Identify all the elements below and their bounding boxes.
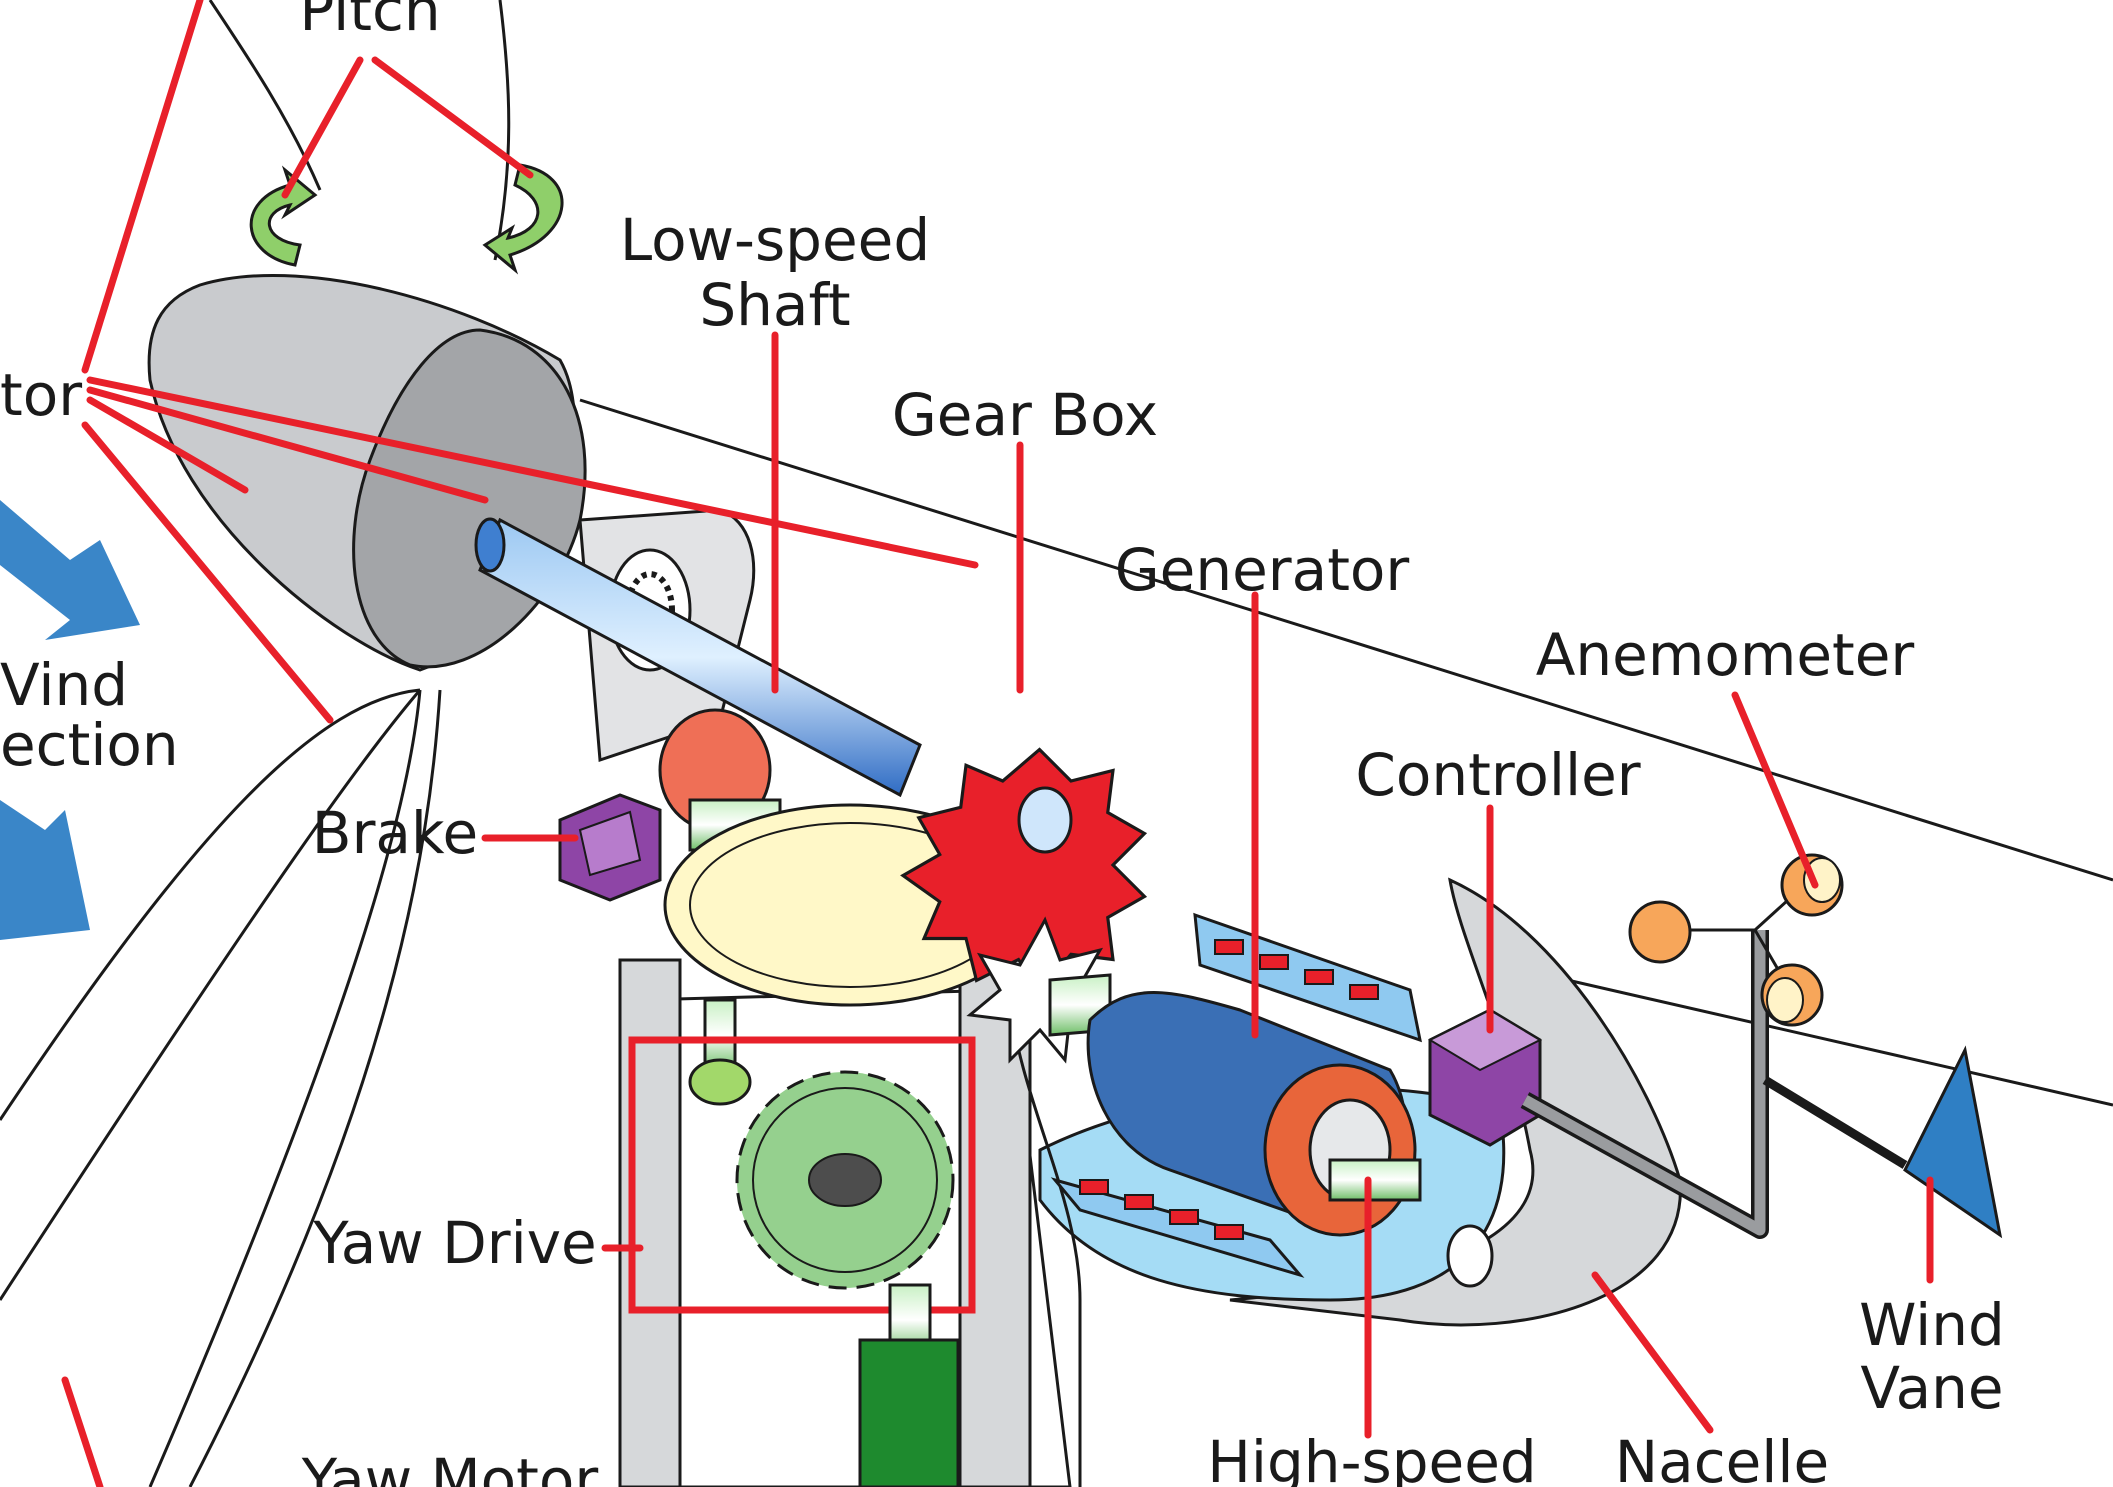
label-wind-direction-line1: Vind (0, 651, 128, 719)
generator (1050, 912, 1422, 1278)
label-nacelle: Nacelle (1615, 1428, 1829, 1487)
yaw-pinion (688, 1058, 752, 1106)
pitch-arrows (249, 163, 564, 275)
wind-arrow-lower (0, 800, 90, 940)
label-yaw-drive: Yaw Drive (312, 1209, 597, 1277)
nacelle-top-line (579, 398, 2113, 882)
label-high-speed-shaft: High-speed (1207, 1428, 1536, 1487)
gear-box-hub (1017, 786, 1073, 854)
generator-windings (1079, 939, 1379, 1240)
label-low-speed-shaft-line2: Shaft (699, 271, 850, 339)
instrument-mast (1520, 930, 1769, 1239)
label-wind-vane-line1: Wind (1859, 1291, 2005, 1359)
low-speed-shaft (474, 517, 922, 798)
pitch-arrow-left (249, 165, 318, 267)
label-yaw-motor: Yaw Motor (301, 1446, 599, 1487)
nacelle-lower-line (1479, 958, 2113, 1107)
pitch-arrow-right (482, 163, 564, 275)
wind-arrow-upper (0, 500, 140, 640)
yaw-gear-hole (808, 1153, 882, 1207)
label-brake: Brake (312, 799, 478, 867)
leader-lines (61, 0, 1934, 1487)
brake (558, 708, 782, 902)
labels: Pitch tor Low-speed Shaft Gear Box Gener… (0, 0, 2005, 1487)
gear-box-starburst (966, 916, 1114, 1064)
yaw-drive (628, 998, 976, 1314)
generator-output-shaft (1328, 1158, 1422, 1202)
wind-vane (1762, 1045, 2003, 1239)
gear-box (900, 747, 1148, 1064)
gear-box-teeth (900, 747, 1148, 994)
label-gear-box: Gear Box (892, 381, 1158, 449)
label-pitch: Pitch (299, 0, 440, 44)
label-rotor: tor (0, 361, 82, 429)
anemometer-cup-left (1628, 900, 1692, 964)
label-wind-direction-line2: ection (0, 711, 179, 779)
controller (1427, 1008, 1543, 1147)
label-anemometer: Anemometer (1536, 621, 1915, 689)
label-generator: Generator (1115, 536, 1410, 604)
yaw-motor (858, 1283, 960, 1487)
label-low-speed-shaft-line1: Low-speed (620, 206, 930, 274)
wind-direction-arrows (0, 500, 140, 940)
label-controller: Controller (1355, 741, 1640, 809)
label-wind-vane-line2: Vane (1860, 1354, 2003, 1422)
yaw-drive-highlight (628, 1036, 976, 1314)
rotor-blades (0, 0, 511, 1487)
nacelle-porthole (1446, 1224, 1494, 1288)
